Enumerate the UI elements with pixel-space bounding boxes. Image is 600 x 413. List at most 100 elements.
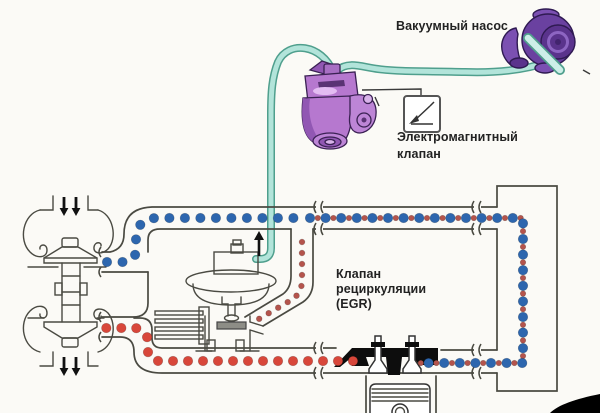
flow-dot [486, 214, 493, 222]
wrist-pin [391, 403, 409, 413]
flow-dot [439, 357, 450, 369]
vacuum-pump-label: Вакуумный насос [396, 19, 508, 33]
egr-nipple [230, 243, 244, 254]
flow-dot [519, 228, 527, 235]
flow-dot [142, 332, 153, 343]
flow-dot [519, 259, 527, 266]
control-wire [361, 88, 422, 96]
flow-dot [361, 214, 368, 222]
flow-dot [519, 306, 527, 313]
flow-dot [517, 249, 529, 260]
poppet-valves [368, 335, 422, 374]
flow-dot [101, 256, 113, 268]
flow-dot [414, 212, 425, 224]
flow-dot [287, 355, 299, 367]
flow-dot [227, 355, 239, 367]
flow-dot [448, 359, 456, 367]
vacuum-tube-solenoid-to-egr [252, 43, 337, 263]
solenoid-valve-label-line2: клапан [397, 147, 441, 161]
exhaust-pipe-walls [101, 317, 498, 374]
flow-dot [408, 214, 415, 222]
flow-dot [304, 212, 316, 224]
flow-dot [423, 214, 431, 222]
vacuum-tube-pump-to-solenoid [334, 58, 552, 77]
flow-dot [272, 212, 284, 224]
flow-dot [470, 214, 477, 222]
flow-dot [298, 260, 306, 268]
flow-dot [210, 212, 221, 224]
flow-dot [345, 214, 353, 222]
flow-dot [130, 234, 142, 245]
flow-dot [195, 212, 206, 224]
egr-diaphragm-upper [185, 269, 277, 293]
flow-dot [212, 355, 224, 367]
flow-dot [445, 212, 456, 224]
flow-dot [241, 212, 252, 224]
flow-dot [314, 214, 321, 222]
egr-valve [154, 231, 277, 352]
flow-dot [298, 249, 306, 257]
flow-dot [298, 282, 305, 290]
piston [369, 383, 431, 413]
flow-dot [519, 243, 527, 250]
vacuum-pump [501, 8, 591, 75]
flow-dot [332, 355, 344, 367]
flow-dot [265, 310, 272, 317]
flow-dot [519, 352, 527, 360]
flow-dot [423, 357, 434, 369]
flow-dot [476, 212, 487, 224]
egr-valve-label-line2: рециркуляции [336, 282, 427, 296]
page-corner-shadow [550, 394, 600, 413]
flow-dot [320, 212, 331, 224]
flow-dot [517, 280, 529, 291]
flow-dot [517, 327, 529, 338]
egr-valve-disc [216, 321, 247, 330]
flow-dot [226, 212, 237, 224]
flow-dot [142, 347, 154, 358]
flow-dot [317, 355, 329, 367]
flow-dot [501, 357, 512, 369]
flow-dot [464, 359, 471, 367]
airflow-arrows [59, 197, 81, 376]
flow-dots [101, 212, 529, 369]
sketch-dash [374, 96, 380, 107]
flow-dot [148, 213, 159, 224]
flow-dot [392, 214, 399, 222]
flow-dot [517, 265, 529, 276]
flow-dot [480, 359, 487, 367]
flow-dot [511, 359, 518, 367]
flow-dot [517, 311, 529, 323]
turbo-shaft [54, 262, 88, 323]
flow-dot [517, 357, 528, 369]
flow-dot [454, 357, 465, 369]
flow-dot [298, 271, 306, 279]
flow-dot [257, 212, 268, 224]
compressor [22, 195, 114, 268]
flow-dot [167, 355, 179, 367]
solenoid-valve-label: Электромагнитный [397, 130, 518, 144]
egr-valve-label-line3: (EGR) [336, 297, 372, 311]
flow-dot [164, 212, 175, 224]
flow-dot [275, 304, 282, 311]
solenoid-control [361, 88, 441, 133]
piston-rings [371, 388, 429, 402]
flow-dot [492, 212, 503, 224]
flow-dot [519, 274, 527, 282]
flow-dot [256, 315, 263, 322]
intake-pipe-walls [101, 206, 498, 318]
flow-dot [495, 359, 502, 367]
flow-dot [507, 212, 518, 224]
engine-cylinder [334, 335, 438, 413]
flow-dot [330, 214, 337, 222]
flow-dot [519, 337, 527, 344]
flow-dot [302, 355, 314, 367]
flow-dot [131, 323, 142, 334]
switch-icon [409, 101, 435, 125]
flow-dot [367, 212, 378, 224]
flow-dot [470, 357, 481, 369]
flow-dot [398, 212, 409, 224]
egr-riser-walls [244, 228, 314, 327]
flow-dot [336, 212, 347, 224]
egr-heat-fins [154, 306, 210, 345]
